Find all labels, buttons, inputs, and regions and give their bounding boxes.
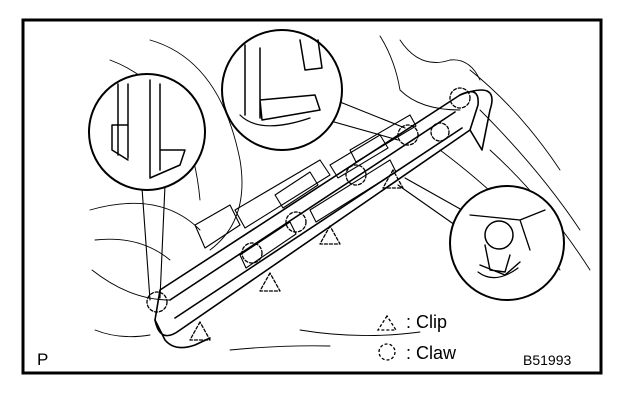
clip-marker: [382, 169, 404, 189]
legend-clip-label: : Clip: [406, 312, 447, 333]
step-recesses: [194, 114, 417, 269]
clip-detail-callout: [449, 185, 565, 301]
claw-marker: [397, 124, 419, 146]
claw-marker: [285, 211, 307, 233]
claw-markers: [146, 87, 471, 313]
claw-detail-callout-upper: [221, 29, 343, 151]
scuff-plate: [154, 89, 493, 349]
legend-claw-text: Claw: [416, 343, 457, 363]
claw-marker: [241, 242, 263, 264]
figure-code: B51993: [523, 352, 572, 368]
legend-claw-label: : Claw: [406, 343, 456, 364]
legend-clip-text: Clip: [416, 312, 448, 332]
claw-marker: [146, 291, 168, 313]
clip-marker: [259, 272, 281, 292]
claw-marker: [449, 87, 471, 109]
clip-marker: [319, 225, 341, 245]
legend-claw-colon: :: [406, 343, 412, 363]
claw-detail-callout: [88, 73, 206, 191]
legend-symbols: [376, 314, 398, 361]
clip-markers: [189, 169, 404, 341]
legend-clip-colon: :: [406, 312, 412, 332]
legend-clip-icon: [376, 314, 398, 331]
clip-marker: [189, 321, 211, 341]
claw-marker: [345, 164, 367, 186]
claw-marker: [430, 122, 450, 142]
corner-letter: P: [37, 350, 49, 369]
legend-claw-icon: [378, 343, 396, 361]
